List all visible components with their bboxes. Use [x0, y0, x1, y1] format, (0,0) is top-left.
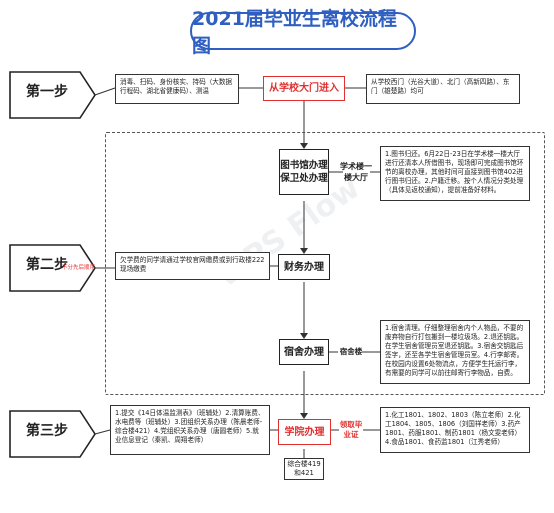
main-gate-box: 从学校大门进入 — [263, 76, 345, 101]
row1-right-box: 从学校西门（光谷大道）、北门（高新四路）、东门（雄楚路）均可 — [366, 74, 520, 104]
finance-left-box: 欠学费的同学请通过学校官网缴费或到行政楼222现场缴费 — [115, 252, 270, 280]
dorm-box: 宿舍办理 — [279, 339, 329, 365]
step-2-note: 不分先后顺序 — [62, 265, 96, 271]
college-left-box: 1.提交《14日体温监测表》（班辅处）2.清算账费、水电费等（班辅处）3.团组织… — [110, 405, 270, 455]
college-location-box: 综合楼419和421 — [284, 458, 324, 480]
step-1-label: 第一步 — [26, 84, 68, 100]
dorm-details: 1.宿舍清理。仔细整理宿舍内个人物品，不要的废弃物自行打包搬到一楼垃圾场。2.退… — [380, 320, 530, 384]
page-title: 2021届毕业生离校流程图 — [190, 8, 416, 57]
dorm-location: 宿舍楼 — [339, 347, 363, 356]
step-2-frame — [105, 132, 545, 395]
library-box: 图书馆办理保卫处办理 — [279, 149, 329, 195]
step-2-label: 第二步 — [26, 257, 68, 273]
step-3-label: 第三步 — [26, 423, 68, 439]
college-box: 学院办理 — [278, 419, 331, 445]
library-location: 学术楼一楼大厅 — [340, 162, 372, 182]
finance-box: 财务办理 — [278, 254, 330, 280]
library-details: 1.图书归还。6月22日-23日在学术楼一楼大厅进行还清本人所借图书，现场即可完… — [380, 146, 530, 201]
college-right-box: 1.化工1801、1802、1803（陈立老师）2.化工1804、1805、18… — [380, 407, 530, 453]
row1-left-box: 消毒、扫码、身份核实、持码（大数据行程码、湖北省健康码）、测温 — [115, 74, 239, 104]
diploma-label: 领取毕业证 — [339, 420, 363, 439]
